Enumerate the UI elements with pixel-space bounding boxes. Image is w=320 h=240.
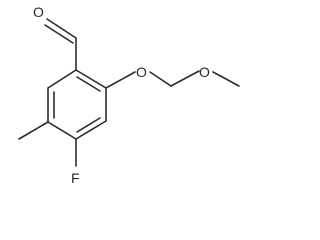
bond-carbonyl-double-outer xyxy=(46,18,77,39)
methyl-substituent xyxy=(18,121,49,140)
ring-inner-bond-c1-c2 xyxy=(76,76,101,92)
bond-carbonyl-double-inner xyxy=(44,24,74,44)
fluorine-label: F xyxy=(71,170,80,186)
ring-bond-c4-c5 xyxy=(47,121,77,140)
ring-bond-c1-c2 xyxy=(75,69,107,89)
ether-oxygen-2-label: O xyxy=(199,64,210,80)
structure-diagram: O O O F xyxy=(18,4,240,186)
bond-methylene-to-ether-oxygen-2 xyxy=(170,70,200,87)
bond-ether-oxygen-to-methylene xyxy=(149,71,172,87)
ether-oxygen-1-label: O xyxy=(136,64,147,80)
ring-bond-c3-c4 xyxy=(75,120,107,140)
bond-ether-oxygen-2-to-methyl xyxy=(212,71,240,87)
carbonyl-oxygen-label: O xyxy=(33,4,44,20)
ring-bond-c6-c1 xyxy=(47,69,77,89)
ring-inner-bond-c3-c4 xyxy=(76,117,101,133)
bond-ring-to-methyl xyxy=(18,121,49,140)
benzene-ring xyxy=(47,69,107,140)
methoxymethoxy-group: O O xyxy=(105,64,240,89)
fluoro-substituent: F xyxy=(71,138,80,186)
aldehyde-group: O xyxy=(33,4,77,71)
bond-ring-to-ether-oxygen xyxy=(105,71,136,89)
